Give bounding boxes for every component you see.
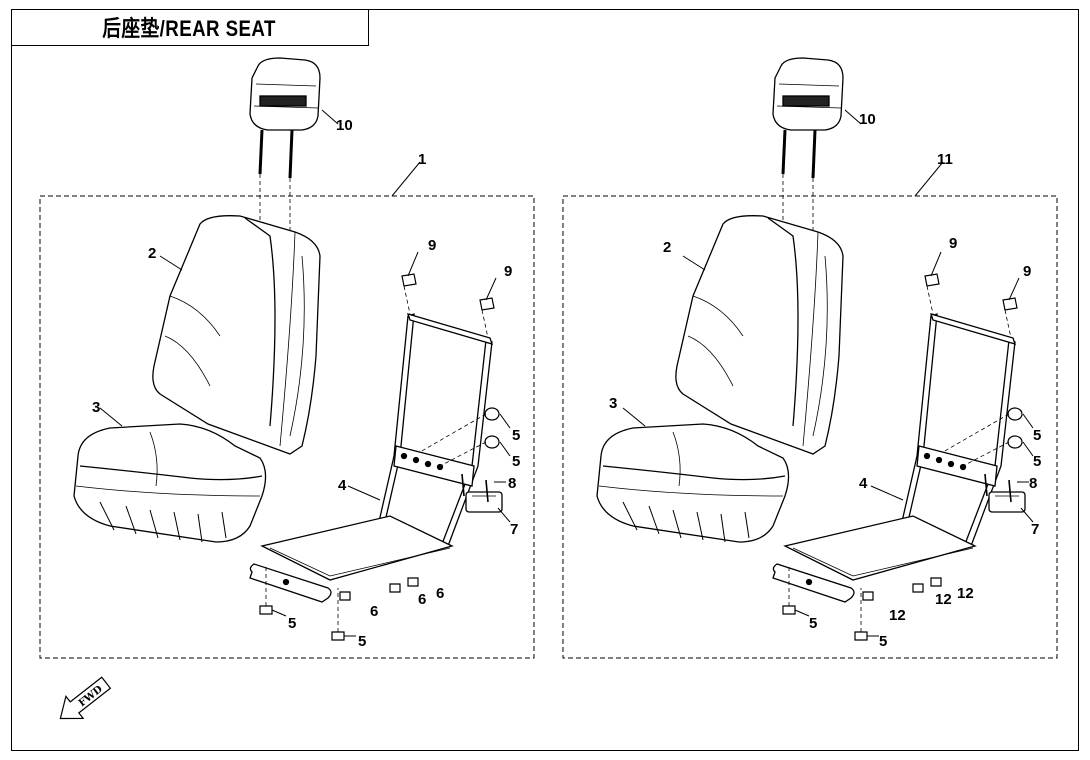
callout-grommet-b: 5 [1033,453,1041,470]
assembly-right: 11 10 2 3 4 9 9 5 5 8 7 5 5 12 12 12 [561,56,1059,660]
callout-nut-b: 6 [418,591,426,608]
page-title: 后座垫/REAR SEAT [102,16,277,41]
callout-seat-cushion: 3 [92,399,100,416]
callout-nut-c: 12 [957,585,974,602]
callout-washer-b: 5 [358,633,366,650]
callout-frame: 4 [859,475,868,492]
callout-seat-back: 2 [148,245,156,262]
callout-bracket: 7 [510,521,518,538]
callout-clip-a: 9 [428,237,436,254]
callout-assembly-number: 11 [937,151,953,168]
callout-clip-b: 9 [1023,263,1031,280]
callout-washer-b: 5 [879,633,887,650]
callout-nut-a: 6 [370,603,378,620]
callout-washer-a: 5 [809,615,817,632]
callout-seat-back: 2 [663,239,671,256]
callout-nut-b: 12 [935,591,952,608]
callout-bracket: 7 [1031,521,1039,538]
callout-bolt: 8 [1029,475,1037,492]
callout-seat-cushion: 3 [609,395,617,412]
callout-assembly-number: 1 [418,151,426,168]
callout-frame: 4 [338,477,347,494]
callout-grommet-a: 5 [512,427,520,444]
callout-bolt: 8 [508,475,516,492]
assembly-left: 1 10 2 3 4 9 9 5 5 8 7 5 5 6 6 6 [38,56,536,660]
title-box: 后座垫/REAR SEAT [11,9,369,46]
callout-clip-a: 9 [949,235,957,252]
callout-nut-a: 12 [889,607,906,624]
fwd-arrow-icon: FWD [59,676,112,720]
callout-headrest: 10 [859,111,876,128]
callout-grommet-a: 5 [1033,427,1041,444]
callout-nut-c: 6 [436,585,444,602]
drawing-frame [11,9,1079,751]
callout-grommet-b: 5 [512,453,520,470]
callout-clip-b: 9 [504,263,512,280]
callout-headrest: 10 [336,117,353,134]
callout-washer-a: 5 [288,615,296,632]
